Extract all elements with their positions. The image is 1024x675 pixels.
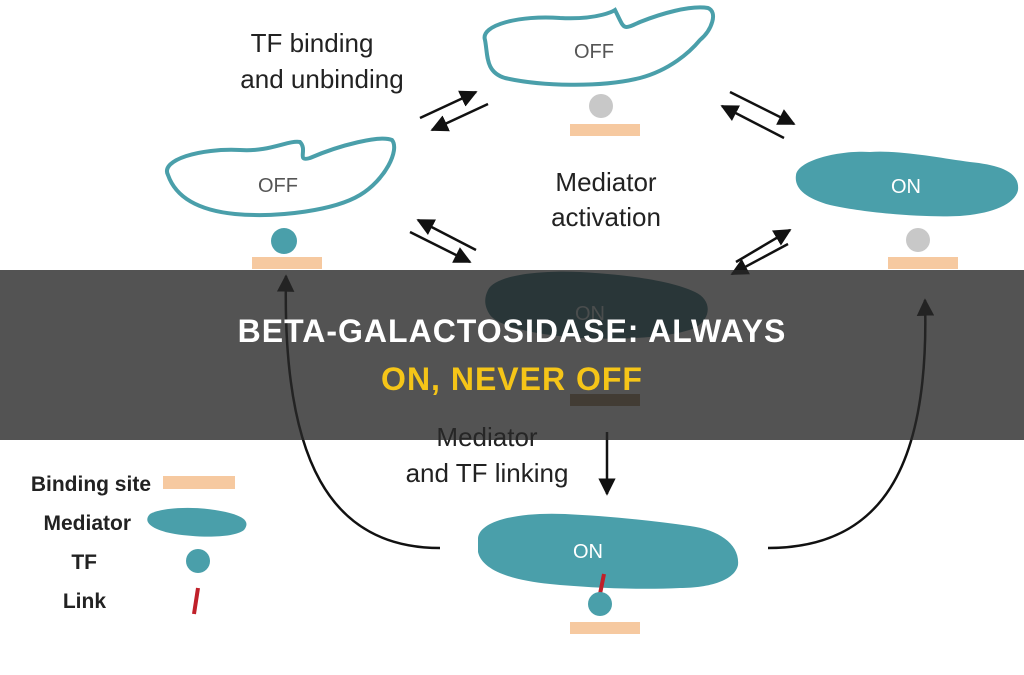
- label-mediator-activation: Mediator activation: [551, 167, 661, 232]
- mediator-outline-left: [165, 136, 397, 218]
- legend-label-mediator: Mediator: [43, 512, 131, 535]
- state-left: OFF: [165, 136, 397, 269]
- link-bottom: [598, 573, 606, 595]
- state-label-bottom: ON: [573, 541, 603, 563]
- arrow-forward: [729, 90, 796, 126]
- arrow-reverse: [720, 104, 785, 140]
- arrows-top-right: [720, 90, 796, 140]
- binding-site-left: [252, 257, 322, 269]
- state-top: OFF: [482, 5, 716, 136]
- state-label-right: ON: [891, 176, 921, 198]
- legend-swatch-binding-site: [163, 476, 235, 489]
- binding-site-right: [888, 257, 958, 269]
- legend-label-tf: TF: [71, 551, 97, 574]
- arrow-forward: [735, 228, 792, 264]
- banner-title-line1: BETA-GALACTOSIDASE: ALWAYS: [237, 313, 787, 349]
- mediator-filled-bottom: [478, 513, 739, 589]
- title-banner: BETA-GALACTOSIDASE: ALWAYS ON, NEVER OFF: [0, 270, 1024, 440]
- label-tf-binding-line2: and unbinding: [240, 64, 403, 94]
- tf-unbound-top: [589, 94, 613, 118]
- legend-swatch-tf: [186, 549, 210, 573]
- arrow-forward: [409, 230, 472, 264]
- label-mediator-tf-linking-line2: and TF linking: [406, 458, 569, 488]
- legend-label-binding-site: Binding site: [31, 473, 151, 496]
- binding-site-top: [570, 124, 640, 136]
- legend-swatch-link: [192, 587, 200, 615]
- label-tf-binding-line1: TF binding: [251, 28, 374, 58]
- arrows-left-center: [409, 218, 477, 264]
- legend-label-link: Link: [63, 590, 106, 613]
- state-label-top: OFF: [574, 41, 614, 63]
- mediator-outline-top: [482, 5, 716, 87]
- label-mediator-activation-line2: activation: [551, 202, 661, 232]
- legend-swatch-mediator: [147, 507, 247, 537]
- binding-site-bottom: [570, 622, 640, 634]
- label-tf-binding: TF binding and unbinding: [240, 28, 403, 94]
- legend: Binding site Mediator TF Link: [31, 473, 247, 615]
- tf-unbound-right: [906, 228, 930, 252]
- mediator-filled-right: [795, 151, 1019, 217]
- arrow-forward: [419, 90, 478, 120]
- arrow-reverse: [430, 102, 489, 132]
- tf-bound-bottom: [588, 592, 612, 616]
- state-right: ON: [795, 151, 1019, 269]
- arrows-top-left: [419, 90, 489, 132]
- arrow-reverse: [730, 242, 789, 276]
- state-bottom: ON: [478, 513, 739, 634]
- state-label-left: OFF: [258, 175, 298, 197]
- label-mediator-activation-line1: Mediator: [555, 167, 656, 197]
- arrows-center-right: [730, 228, 792, 276]
- tf-bound-left: [271, 228, 297, 254]
- banner-title-line2: ON, NEVER OFF: [381, 361, 643, 397]
- arrow-reverse: [416, 218, 477, 252]
